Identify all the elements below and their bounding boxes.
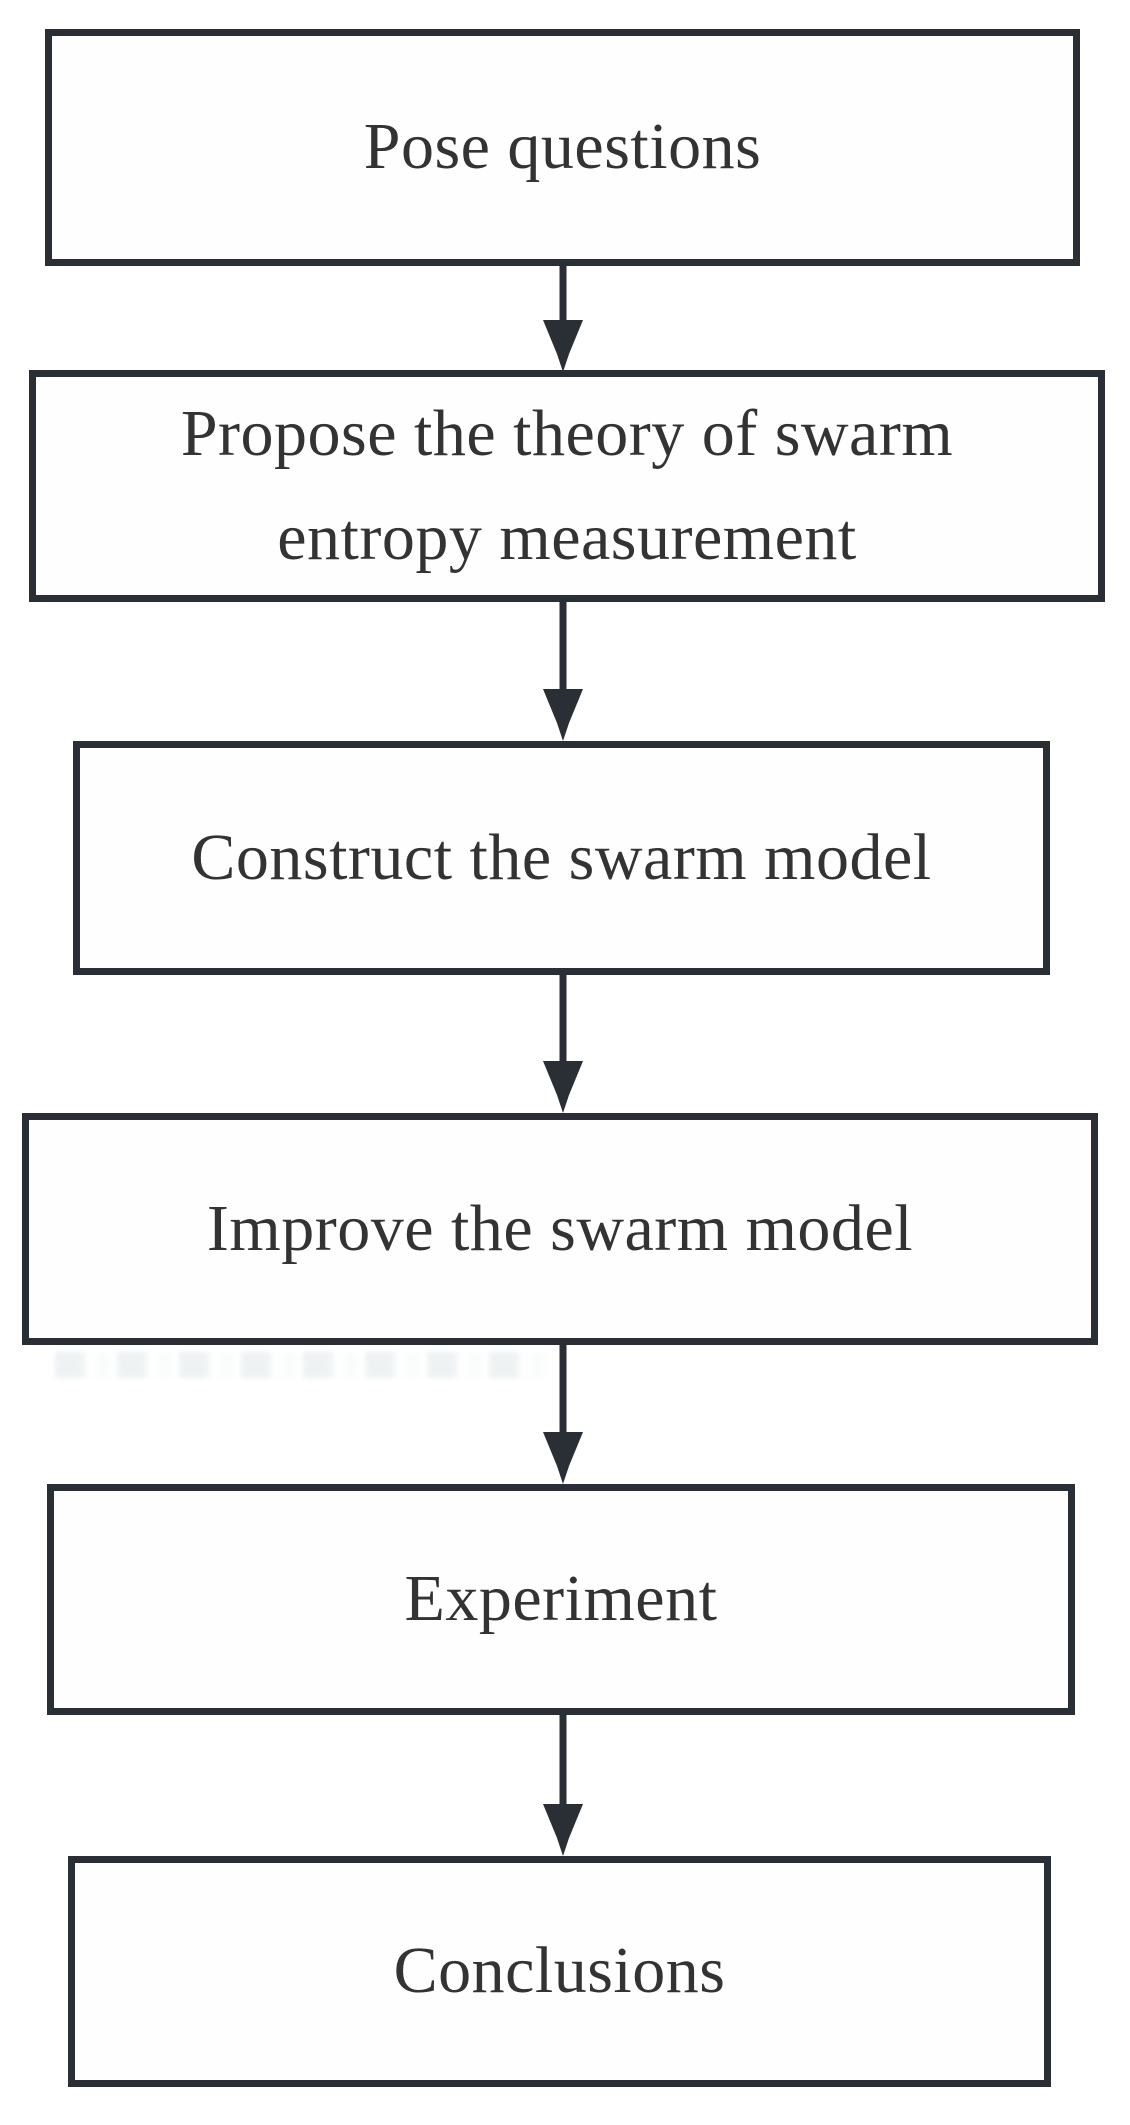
- arrow-down-icon: [543, 1345, 583, 1484]
- arrow-down-icon: [543, 602, 583, 741]
- flow-node-construct-model: Construct the swarm model: [73, 741, 1050, 975]
- node-label: Pose questions: [363, 110, 762, 184]
- flow-node-pose-questions: Pose questions: [45, 29, 1080, 266]
- flow-node-propose-theory: Propose the theory of swarm entropy meas…: [29, 370, 1105, 602]
- node-label: Experiment: [404, 1562, 718, 1636]
- node-label: Improve the swarm model: [206, 1191, 914, 1265]
- arrow-down-icon: [543, 975, 583, 1113]
- flow-node-conclusions: Conclusions: [68, 1856, 1051, 2087]
- arrow-down-icon: [543, 266, 583, 372]
- node-label: Construct the swarm model: [191, 820, 932, 894]
- flow-node-improve-model: Improve the swarm model: [22, 1113, 1098, 1345]
- compression-artifact: [55, 1352, 550, 1378]
- node-label: Conclusions: [393, 1934, 726, 2008]
- node-label: Propose the theory of swarm entropy meas…: [180, 396, 954, 574]
- arrow-down-icon: [543, 1715, 583, 1856]
- flow-node-experiment: Experiment: [47, 1484, 1075, 1715]
